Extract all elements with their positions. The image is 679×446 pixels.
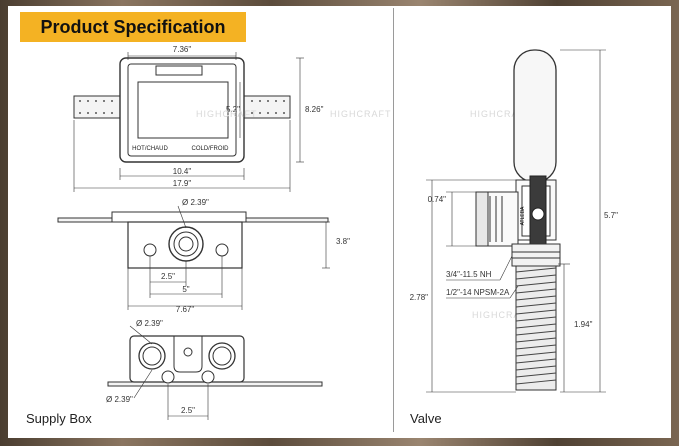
watermark: HIGHCRAFT [472,310,534,320]
dim-flange-width: 10.4" [173,167,192,176]
box-outline [119,57,245,163]
dim-side-hole: Ø 2.39" [182,198,209,207]
watermark: HIGHCRAFT [196,109,258,119]
dim-side-depth: 3.8" [336,237,350,246]
dim-side-width: 7.67" [176,305,195,314]
dim-valve-lower: 2.78" [410,293,429,302]
label-hot: HOT/CHAUD [132,146,168,152]
dim-inner-width: 7.36" [173,45,192,54]
valve-nut [511,243,561,267]
box-bottom-view [107,325,323,420]
dim-hose-height: 1.94" [574,320,593,329]
dim-bottom-hole-top: Ø 2.39" [136,319,163,328]
dim-valve-overall: 5.7" [604,211,618,220]
dim-valve-inlet: 0.74" [428,195,447,204]
label-cold: COLD/FROID [191,146,229,152]
dim-thread-nh: 3/4"-11.5 NH [446,270,492,279]
dim-inner-height: 5.2" [226,105,240,114]
top-knockout [155,65,203,76]
valve-drawing [426,49,606,393]
dim-side-spacing-mid: 5" [182,285,189,294]
box-opening [137,81,229,139]
box-front-view [73,52,304,192]
watermark: HIGHCRAFT [470,109,532,119]
dim-total-width: 17.9" [173,179,192,188]
valve-handle [513,49,557,183]
left-flange [73,95,121,119]
dim-thread-npsm: 1/2"-14 NPSM-2A [446,288,510,297]
panel-divider [393,8,394,432]
page-title-text: Product Specification [40,16,226,37]
page-title: Product Specification [20,12,246,42]
valve-brand: ATLEBA [520,206,526,225]
dim-bottom-hole-bottom: Ø 2.39" [106,395,133,404]
dim-side-spacing-small: 2.5" [161,272,175,281]
box-side-view [57,205,330,310]
dim-outer-height: 8.26" [305,105,324,114]
caption-supply-box: Supply Box [26,411,92,426]
watermark: HIGHCRAFT [330,109,392,119]
valve-hose [515,265,557,391]
caption-valve: Valve [410,411,442,426]
dim-bottom-spacing: 2.5" [181,406,195,415]
box-inner-outline [127,63,237,157]
